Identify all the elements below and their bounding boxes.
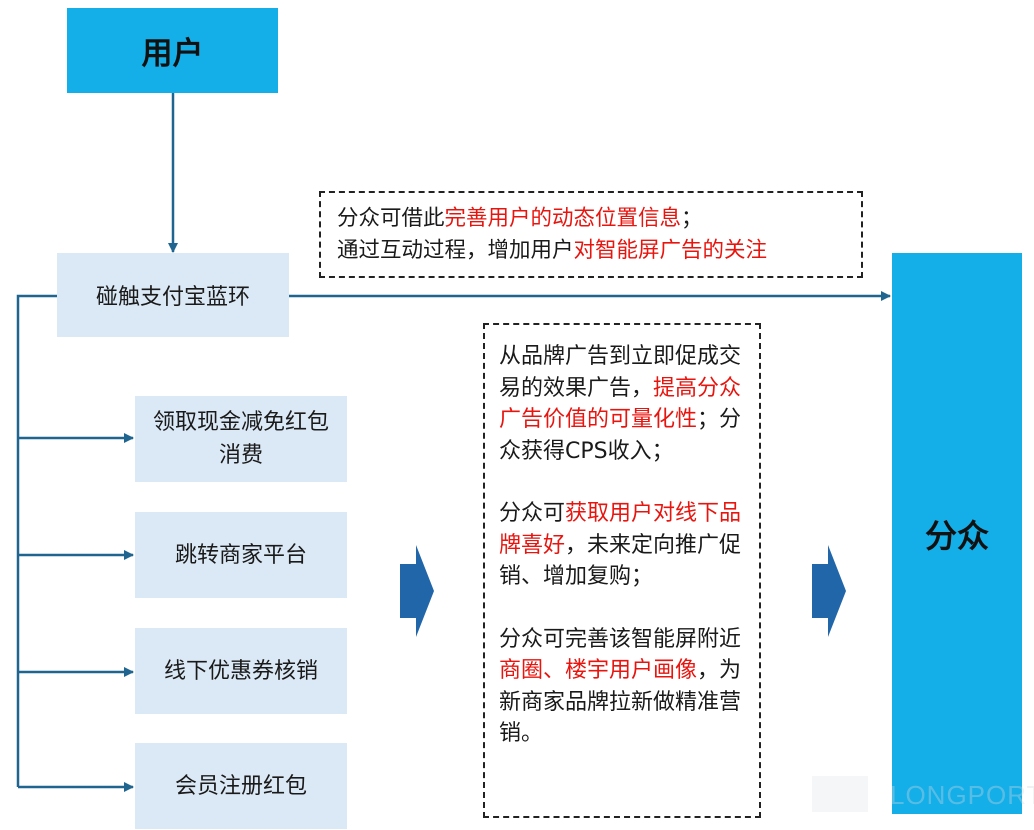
highlight-text: 完善用户的动态位置信息 <box>444 206 682 231</box>
user-node-label: 用户 <box>141 36 204 72</box>
branch-trunk <box>16 294 57 787</box>
highlight-text: 提高分众广告价值的可量化性 <box>499 375 742 433</box>
fenzhong-node: 分众 <box>892 253 1022 814</box>
note-paragraph-1: 从品牌广告到立即促成交易的效果广告，提高分众广告价值的可量化性；分众获得CPS收… <box>499 344 742 464</box>
action-label: 线下优惠券核销 <box>163 658 318 684</box>
highlight-text: 获取用户对线下品牌喜好 <box>499 501 742 558</box>
action-node-member-redpacket: 会员注册红包 <box>135 743 347 829</box>
fenzhong-label: 分众 <box>924 516 989 555</box>
watermark-logo-icon <box>812 776 868 812</box>
action-label: 跳转商家平台 <box>174 542 307 568</box>
note-paragraph-3: 分众可完善该智能屏附近商圈、楼宇用户画像，为新商家品牌拉新做精准营销。 <box>499 626 742 747</box>
note-paragraph-2: 分众可获取用户对线下品牌喜好，未来定向推广促销、增加复购； <box>499 501 742 589</box>
action-node-cash-coupon: 领取现金减免红包消费 <box>135 396 347 482</box>
highlight-text: 商圈、楼宇用户画像 <box>499 658 698 683</box>
chevron-right-icon-2 <box>812 545 846 637</box>
action-label: 领取现金减免红包消费 <box>152 410 329 468</box>
note-top-line-2: 通过互动过程，增加用户对智能屏广告的关注 <box>337 238 768 263</box>
note-location-info: 分众可借此完善用户的动态位置信息； 通过互动过程，增加用户对智能屏广告的关注 <box>319 191 863 278</box>
user-node: 用户 <box>67 8 278 93</box>
action-label: 会员注册红包 <box>174 773 307 799</box>
action-node-merchant-platform: 跳转商家平台 <box>135 512 347 598</box>
watermark: LONGPORT <box>812 770 1034 818</box>
note-benefits: 从品牌广告到立即促成交易的效果广告，提高分众广告价值的可量化性；分众获得CPS收… <box>483 323 761 818</box>
touch-alipay-node: 碰触支付宝蓝环 <box>57 253 289 337</box>
note-top-line-1: 分众可借此完善用户的动态位置信息； <box>337 206 703 231</box>
chevron-right-icon <box>400 545 434 637</box>
action-node-coupon-redeem: 线下优惠券核销 <box>135 628 347 714</box>
watermark-text: LONGPORT <box>890 780 1034 810</box>
touch-alipay-label: 碰触支付宝蓝环 <box>95 285 250 310</box>
highlight-text: 对智能屏广告的关注 <box>573 238 768 263</box>
